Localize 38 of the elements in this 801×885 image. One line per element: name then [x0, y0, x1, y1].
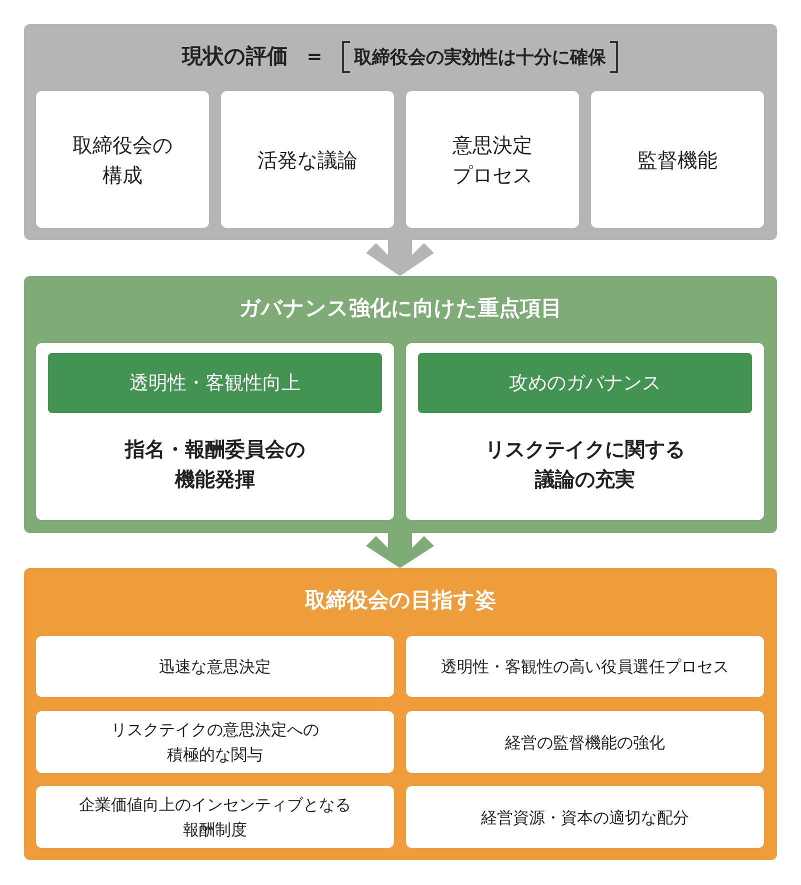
item-text: 活発な議論	[258, 146, 358, 174]
item-text: 透明性・客観性の高い役員選任プロセス	[441, 656, 729, 678]
focus-card	[36, 343, 394, 520]
goal-card	[406, 711, 764, 773]
aspect-card	[406, 91, 579, 228]
item-text: 監督機能	[638, 146, 718, 174]
item-text: 意思決定プロセス	[452, 132, 534, 188]
chevron-arrow	[366, 240, 434, 276]
focus-header	[48, 353, 382, 413]
section-heading: 現状の評価	[182, 43, 288, 70]
goal-card	[406, 786, 764, 848]
focus-header	[418, 353, 752, 413]
aspect-card	[591, 91, 764, 228]
focus-panel	[24, 276, 777, 533]
header-text: 透明性・客観性向上	[130, 370, 300, 396]
section-heading: 取締役会の目指す姿	[305, 587, 496, 614]
item-text: 経営の監督機能の強化	[505, 732, 665, 754]
goal-panel	[24, 568, 777, 860]
item-text: 迅速な意思決定	[159, 656, 271, 678]
item-text: 指名・報酬委員会の機能発揮	[124, 436, 306, 493]
item-text: 経営資源・資本の適切な配分	[481, 806, 689, 828]
focus-card	[406, 343, 764, 520]
evaluation-panel	[24, 24, 777, 240]
goal-card	[36, 786, 394, 848]
chevron-arrow	[366, 533, 434, 568]
aspect-card	[221, 91, 394, 228]
aspect-card	[36, 91, 209, 228]
goal-card	[36, 711, 394, 773]
goal-card	[36, 636, 394, 697]
header-text: 攻めのガバナンス	[509, 370, 661, 396]
item-text: 取締役会の構成	[72, 132, 174, 188]
goal-card	[406, 636, 764, 697]
item-text: リスクテイクの意思決定への積極的な関与	[110, 719, 320, 766]
section-heading: ガバナンス強化に向けた重点項目	[239, 295, 562, 322]
equals-sign: ＝	[304, 43, 325, 70]
evaluation-summary: 取締役会の実効性は十分に確保	[354, 46, 606, 70]
item-text: リスクテイクに関する議論の充実	[484, 436, 686, 493]
item-text: 企業価値向上のインセンティブとなる報酬制度	[78, 794, 352, 841]
